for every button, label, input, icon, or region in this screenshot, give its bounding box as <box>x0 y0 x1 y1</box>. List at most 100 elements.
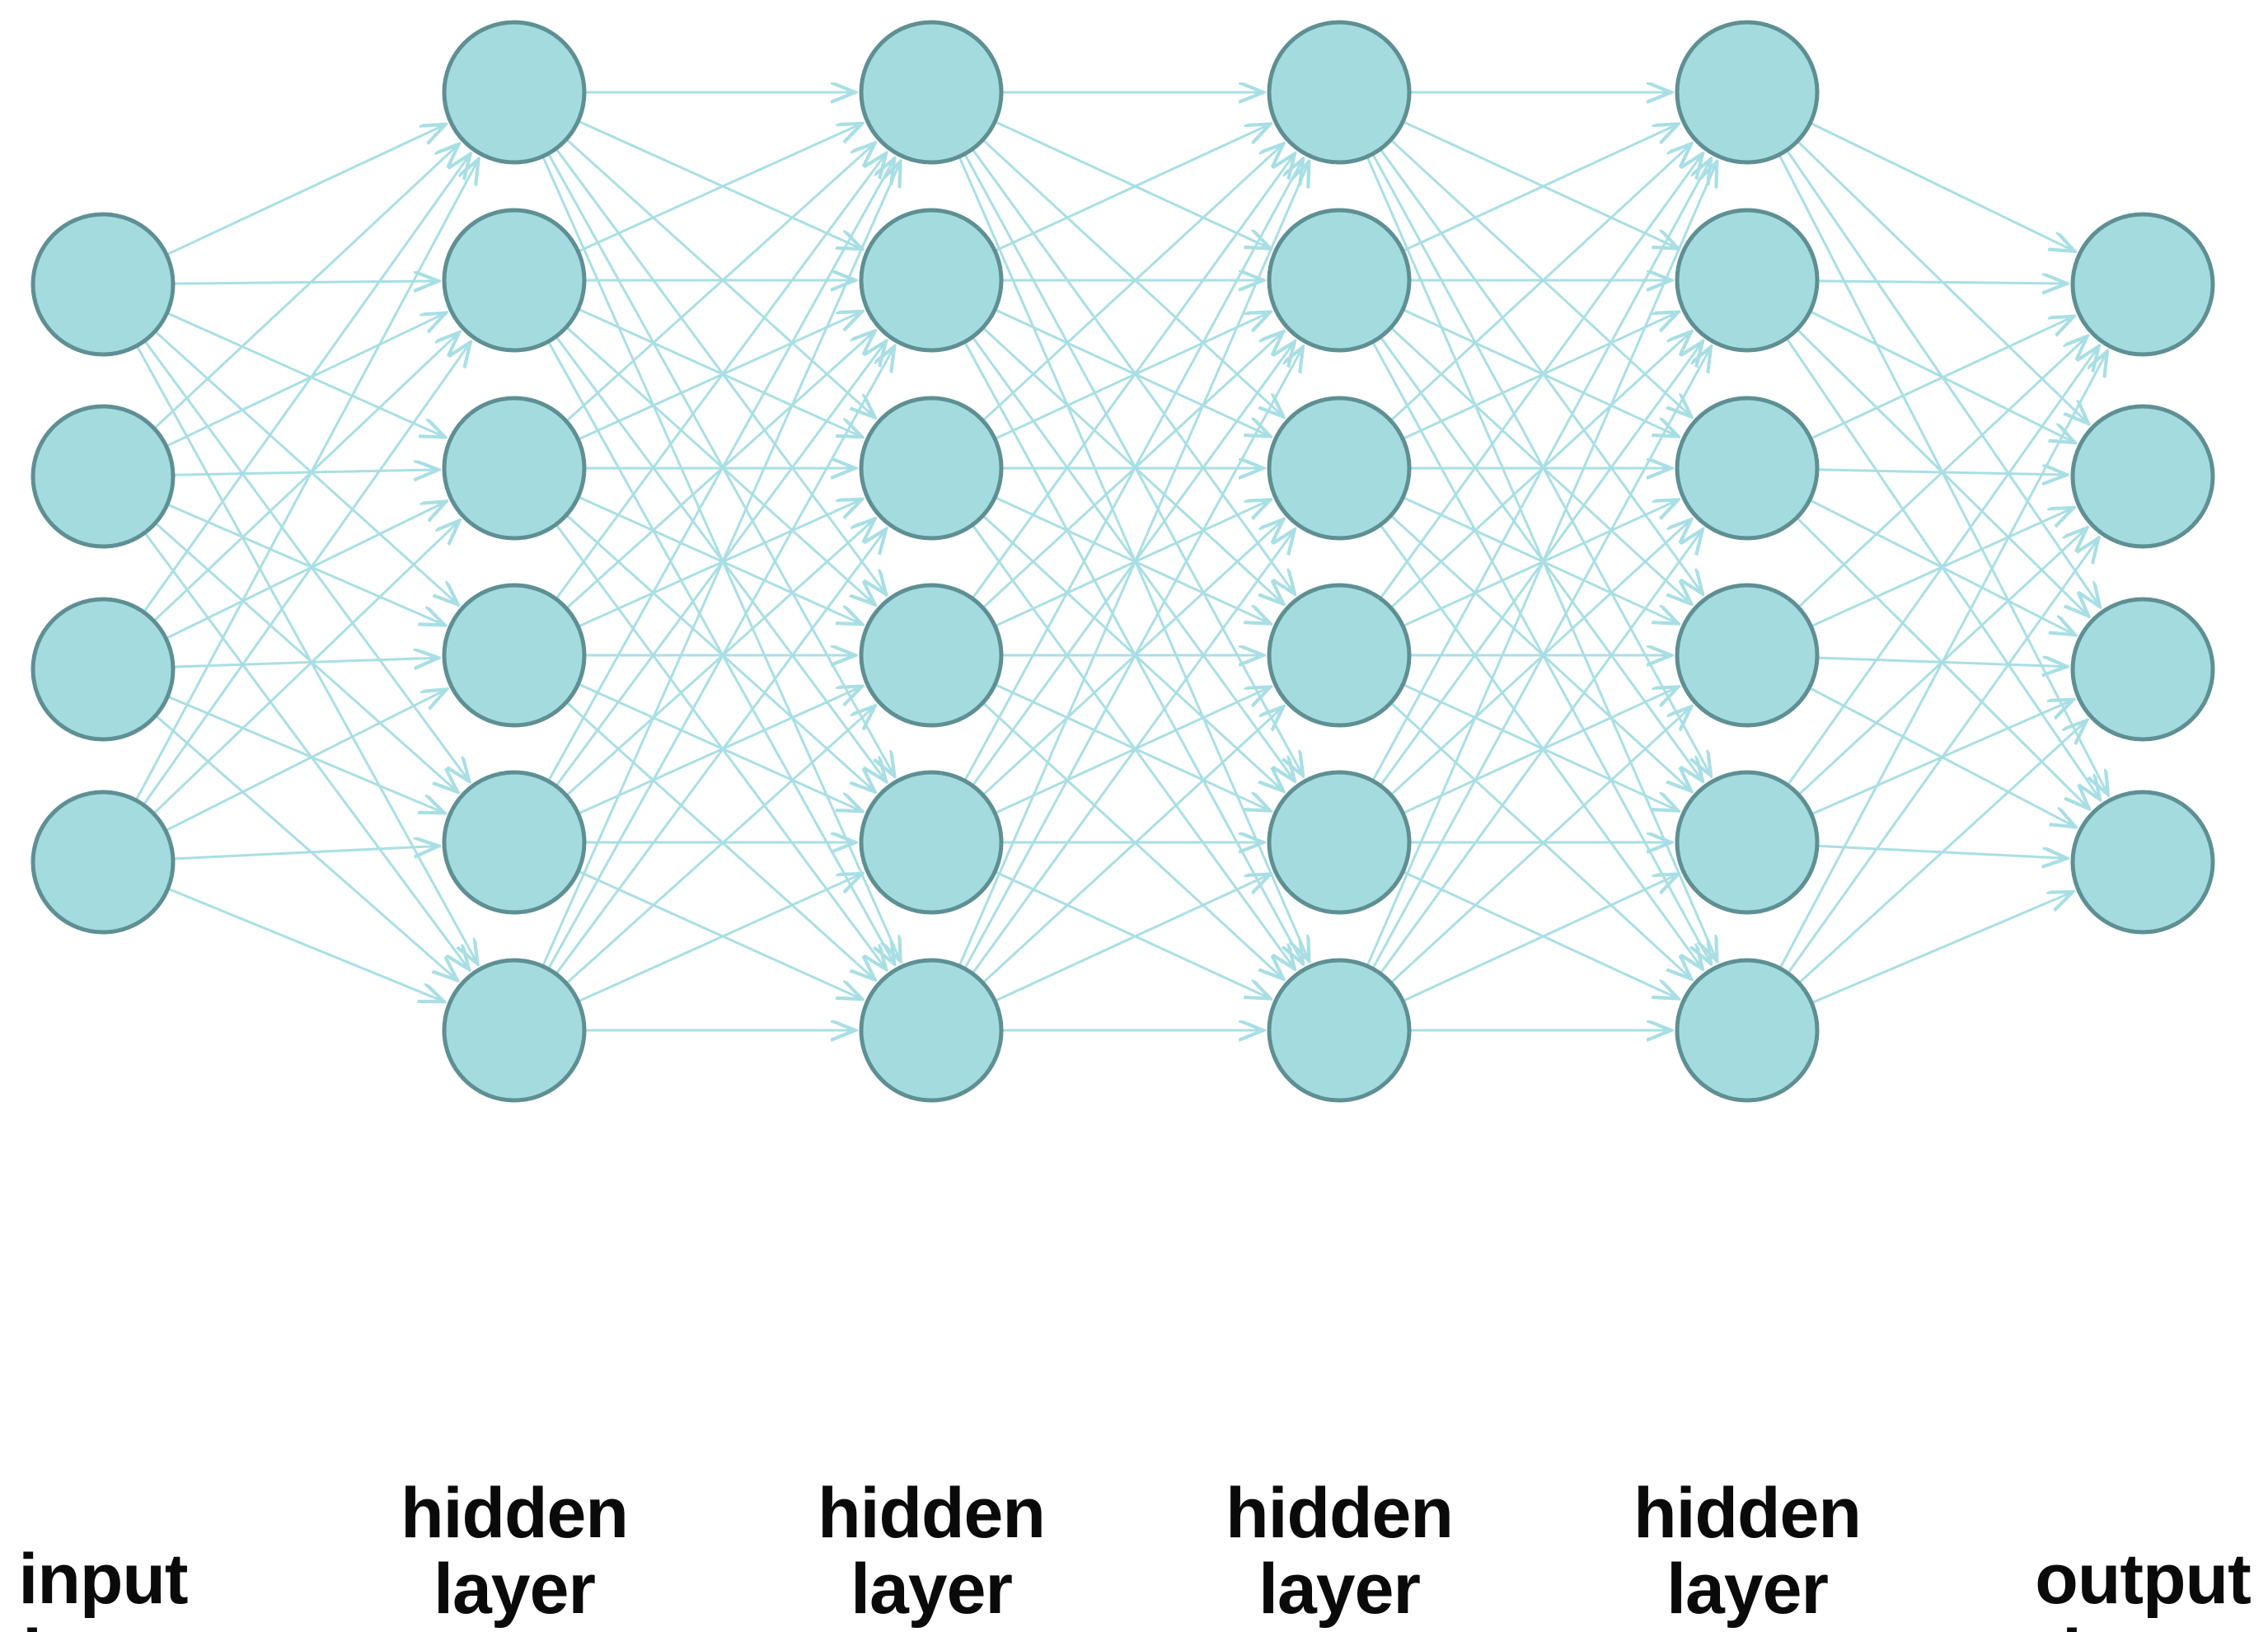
connection-edge <box>1787 348 2097 786</box>
connection-edge <box>566 145 874 422</box>
layer-label-hidden-2: hidden layer 2 <box>818 1474 1046 1632</box>
neuron-node-input-1 <box>30 212 176 357</box>
connection-edge <box>1788 540 2097 973</box>
connection-edge <box>1403 125 1676 252</box>
connection-edge <box>555 336 885 780</box>
connection-edge <box>166 503 443 640</box>
edge-group <box>135 92 2107 1030</box>
connection-edge <box>1403 308 1676 435</box>
connection-edge <box>578 870 860 998</box>
neuron-node-hidden-1-2 <box>442 208 587 353</box>
connection-edge <box>1798 722 2085 983</box>
connection-edge <box>173 281 436 284</box>
neuron-node-hidden-4-4 <box>1675 583 1820 728</box>
connection-edge <box>166 691 444 832</box>
connection-edge <box>972 156 1293 599</box>
connection-edge <box>995 875 1268 1002</box>
connection-edge <box>578 875 860 1002</box>
neuron-node-hidden-4-3 <box>1675 396 1820 541</box>
neuron-node-hidden-2-1 <box>859 20 1004 165</box>
connection-edge <box>167 696 442 812</box>
neuron-node-output-4 <box>2070 790 2215 935</box>
connection-edge <box>964 153 1302 773</box>
neuron-node-hidden-3-6 <box>1267 958 1412 1103</box>
connection-edge <box>995 313 1268 440</box>
node-group <box>30 20 2215 1103</box>
neuron-node-hidden-4-6 <box>1675 958 1820 1103</box>
connection-edge <box>555 531 885 974</box>
connection-edge <box>547 161 893 781</box>
connection-edge <box>1366 164 1716 966</box>
connection-edge <box>578 312 860 440</box>
connection-edge <box>155 331 457 603</box>
connection-edge <box>154 146 457 429</box>
neuron-node-input-2 <box>30 404 176 549</box>
connection-edge <box>155 715 455 978</box>
layer-label-hidden-4: hidden layer 4 <box>1633 1474 1862 1632</box>
connection-edge <box>972 148 1293 592</box>
connection-edge <box>972 524 1293 967</box>
connection-edge <box>1380 156 1701 599</box>
neuron-node-hidden-3-3 <box>1267 396 1412 541</box>
connection-edge <box>995 688 1268 814</box>
connection-edge <box>995 501 1268 627</box>
connection-edge <box>995 308 1268 435</box>
connection-edge <box>1817 281 2064 284</box>
neuron-node-hidden-1-3 <box>442 396 587 541</box>
neuron-node-hidden-2-5 <box>859 770 1004 915</box>
connection-edge <box>1380 532 1701 974</box>
neuron-node-output-3 <box>2070 597 2215 742</box>
neuron-node-hidden-1-1 <box>442 20 587 165</box>
connection-edge <box>1403 313 1676 440</box>
connection-edge <box>995 496 1268 622</box>
connection-edge <box>173 846 436 861</box>
connection-edge <box>1380 148 1701 592</box>
connection-edge <box>1372 153 1710 773</box>
neuron-node-hidden-2-6 <box>859 958 1004 1103</box>
connection-edge <box>566 708 874 984</box>
connection-edge <box>547 153 893 774</box>
connection-edge <box>1390 139 1689 415</box>
layer-label-input: input layer <box>18 1540 188 1632</box>
connection-edge <box>1403 870 1676 997</box>
connection-edge <box>1403 496 1676 622</box>
neuron-node-hidden-3-2 <box>1267 208 1412 353</box>
connection-edge <box>578 500 860 627</box>
neuron-node-hidden-1-4 <box>442 583 587 728</box>
connection-edge <box>144 532 467 968</box>
connection-edge <box>1372 349 1710 969</box>
connection-edge <box>578 687 860 814</box>
connection-edge <box>995 683 1268 809</box>
connection-edge <box>578 120 860 248</box>
layer-label-hidden-1: hidden layer 1 <box>401 1474 629 1632</box>
connection-edge <box>1372 161 1710 781</box>
connection-edge <box>578 496 860 624</box>
connection-edge <box>144 340 468 779</box>
neuron-node-hidden-1-6 <box>442 958 587 1103</box>
connection-edge <box>1390 708 1689 983</box>
connection-edge <box>155 523 456 790</box>
neuron-node-input-3 <box>30 597 176 742</box>
connection-edge <box>168 888 443 1001</box>
connection-edge <box>982 708 1282 983</box>
connection-edge <box>1380 524 1701 967</box>
neuron-node-hidden-3-5 <box>1267 770 1412 915</box>
connection-edge <box>166 125 443 256</box>
neuron-node-input-4 <box>30 790 176 935</box>
connection-edge <box>166 314 444 448</box>
connection-edge <box>143 345 469 805</box>
connection-edge <box>982 139 1282 415</box>
connection-edge <box>136 345 476 962</box>
neuron-node-output-2 <box>2070 404 2215 549</box>
layer-label-output: output layer <box>2035 1540 2251 1632</box>
neuron-node-hidden-2-4 <box>859 583 1004 728</box>
connection-edge <box>1811 893 2070 1004</box>
connection-edge <box>1797 338 2085 607</box>
connection-edge <box>1380 336 1701 779</box>
connection-edge <box>143 156 469 612</box>
connection-edge <box>972 336 1293 779</box>
connection-edge <box>578 124 860 252</box>
connection-edge <box>1390 145 1689 421</box>
neuron-node-hidden-4-2 <box>1675 208 1820 353</box>
